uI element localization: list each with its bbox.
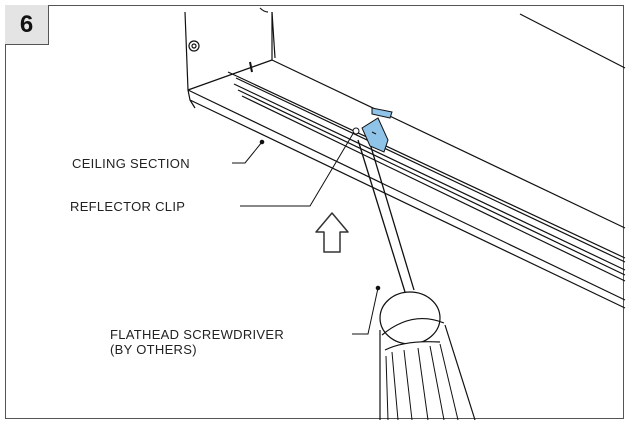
ceiling-section-leader <box>232 141 263 164</box>
housing-right-edge <box>271 11 276 59</box>
ceiling-section-label: CEILING SECTION <box>72 156 190 171</box>
screwdriver-leader <box>352 287 379 335</box>
screwdriver-label-line2: (BY OTHERS) <box>110 342 197 357</box>
screwdriver-handle <box>379 324 476 421</box>
step-number-badge: 6 <box>5 5 49 45</box>
diagram-frame <box>5 5 624 419</box>
reflector-clip-label: REFLECTOR CLIP <box>70 199 186 214</box>
housing-box <box>184 11 273 91</box>
reflector-channel-line <box>237 89 626 276</box>
reflector-clip-icon <box>361 107 393 153</box>
up-arrow-icon <box>315 212 349 253</box>
ceiling-section-top-edge <box>187 89 626 301</box>
ceiling-section-bottom-edge <box>187 89 626 309</box>
screwdriver-ferrule <box>379 291 441 345</box>
reflector-clip-leader <box>240 131 355 207</box>
screwdriver-label-line1: FLATHEAD SCREWDRIVER <box>110 327 285 342</box>
screwdriver-shaft <box>357 139 406 293</box>
screwdriver-label: FLATHEAD SCREWDRIVER (BY OTHERS) <box>110 327 284 357</box>
housing-screw-icon <box>188 40 200 52</box>
